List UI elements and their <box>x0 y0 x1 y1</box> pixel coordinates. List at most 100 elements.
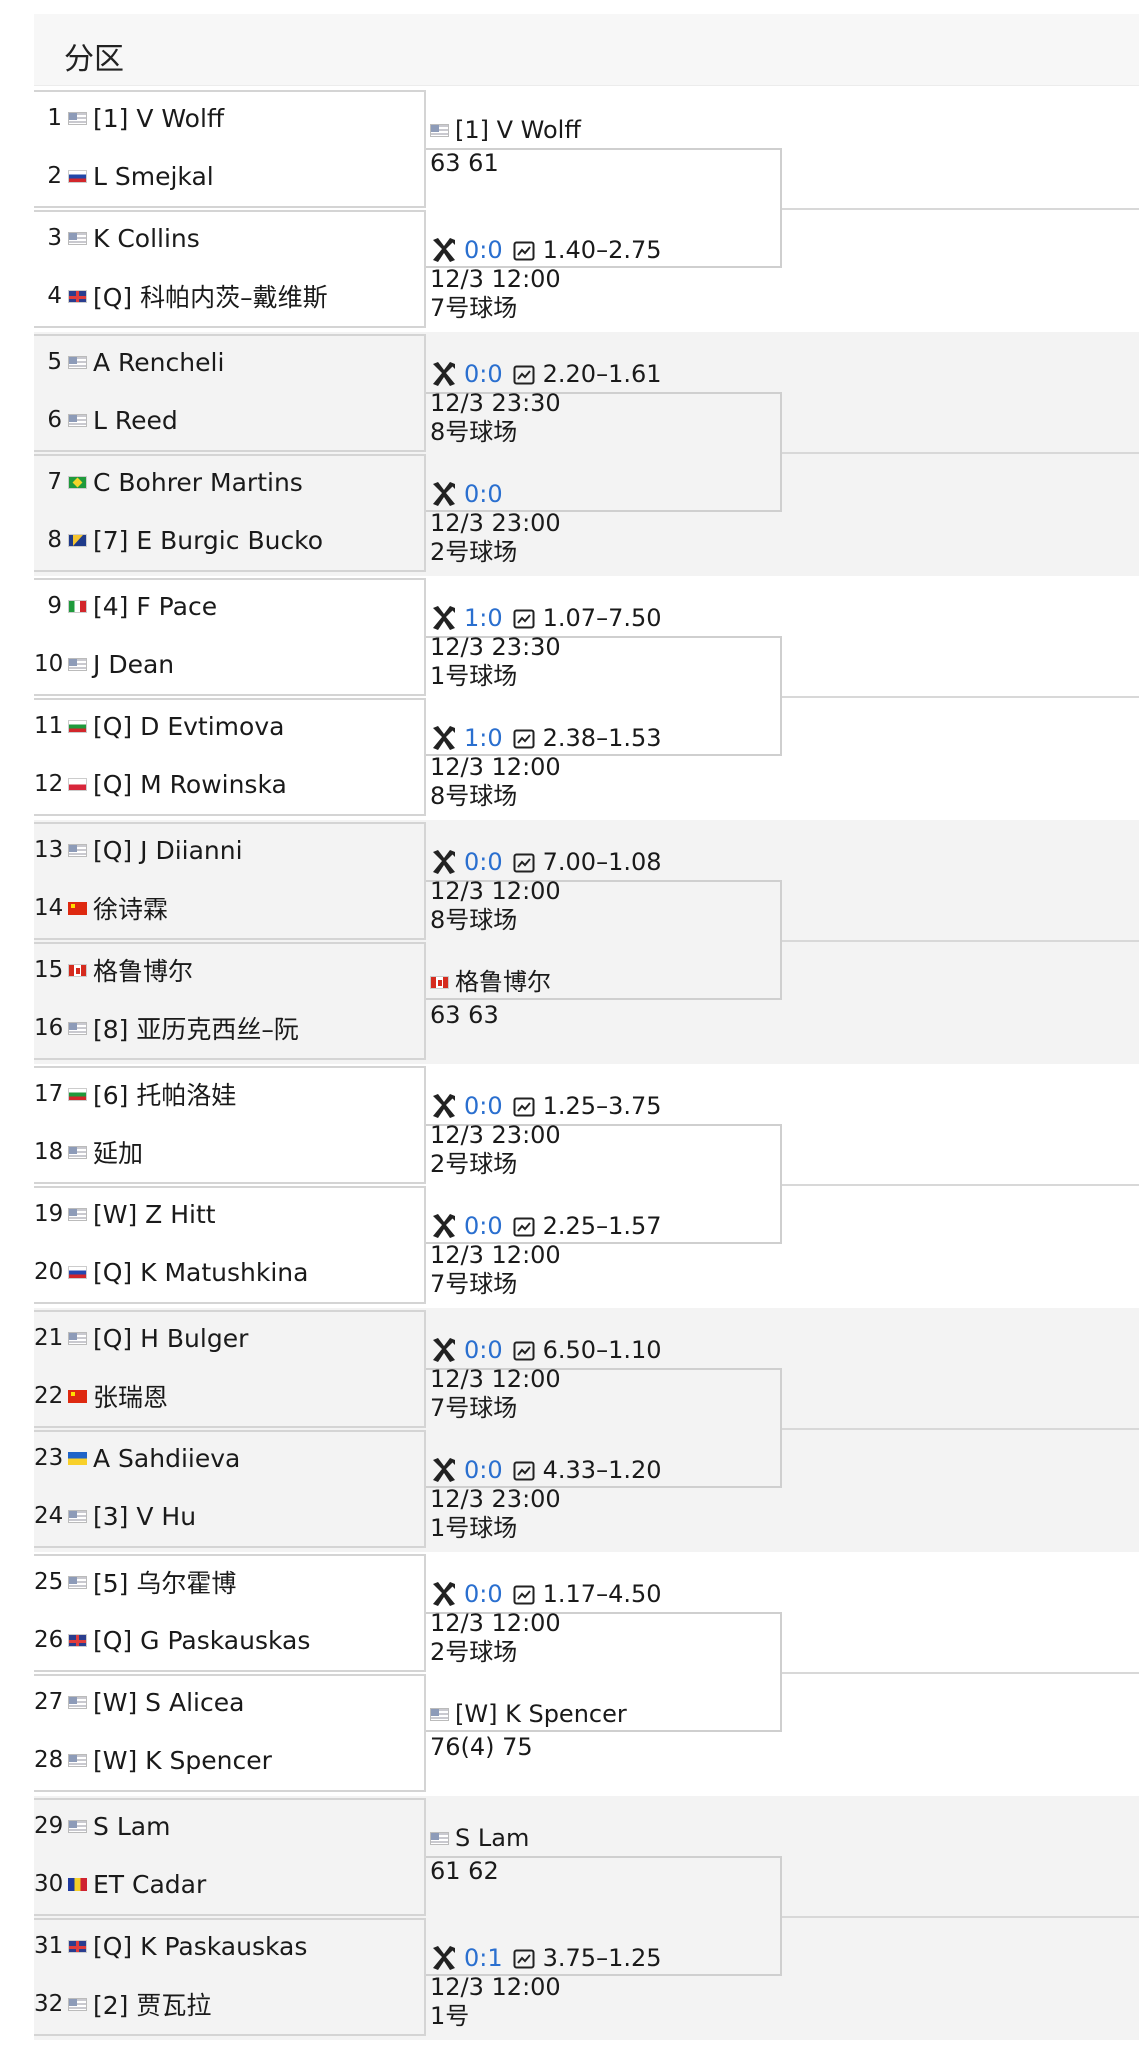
match-court: 2号球场 <box>430 1638 518 1666</box>
x-logo-icon <box>430 849 458 876</box>
line-chart-icon[interactable] <box>513 1340 535 1362</box>
line-chart-icon[interactable] <box>513 1948 535 1970</box>
match-time: 12/3 12:00 <box>430 753 561 781</box>
match-score-link[interactable]: 0:0 <box>464 1456 503 1484</box>
player-row[interactable]: 28[W] K Spencer <box>34 1732 426 1788</box>
player-row[interactable]: 26[Q] G Paskauskas <box>34 1612 426 1668</box>
player-row[interactable]: 19[W] Z Hitt <box>34 1186 426 1242</box>
line-chart-icon[interactable] <box>513 1216 535 1238</box>
match-score-link[interactable]: 1:0 <box>464 724 503 752</box>
seed-number: 14 <box>34 895 64 921</box>
winner-name: [1] V Wolff <box>455 116 581 144</box>
country-flag-icon <box>430 1708 449 1721</box>
set-scores: 63 63 <box>430 1001 499 1029</box>
x-logo-icon <box>430 1457 458 1484</box>
match-score-link[interactable]: 0:0 <box>464 236 503 264</box>
player-name: L Smejkal <box>93 161 214 191</box>
match-score-link[interactable]: 0:0 <box>464 360 503 388</box>
bracket-connector <box>426 1124 782 1244</box>
match-court: 1号 <box>430 2002 470 2030</box>
player-name: [Q] K Matushkina <box>93 1257 309 1287</box>
match-score-link[interactable]: 0:1 <box>464 1944 503 1972</box>
match-court: 8号球场 <box>430 906 518 934</box>
line-chart-icon[interactable] <box>513 364 535 386</box>
line-chart-icon[interactable] <box>513 240 535 262</box>
seed-number: 19 <box>34 1201 64 1227</box>
seed-number: 28 <box>34 1747 64 1773</box>
player-row[interactable]: 17[6] 托帕洛娃 <box>34 1066 426 1122</box>
pair-box <box>34 822 426 940</box>
player-row[interactable]: 13[Q] J Diianni <box>34 822 426 878</box>
line-chart-icon[interactable] <box>513 1096 535 1118</box>
player-row[interactable]: 20[Q] K Matushkina <box>34 1244 426 1300</box>
seed-number: 17 <box>34 1081 64 1107</box>
match-score-link[interactable]: 0:0 <box>464 1092 503 1120</box>
player-name: [Q] M Rowinska <box>93 769 287 799</box>
match-court: 7号球场 <box>430 1270 518 1298</box>
line-chart-icon[interactable] <box>513 728 535 750</box>
seed-number: 2 <box>47 163 62 189</box>
match-score-link[interactable]: 0:0 <box>464 1336 503 1364</box>
player-row[interactable]: 25[5] 乌尔霍博 <box>34 1554 426 1610</box>
match-score-link[interactable]: 0:0 <box>464 848 503 876</box>
player-row[interactable]: 21[Q] H Bulger <box>34 1310 426 1366</box>
country-flag-icon <box>68 289 87 303</box>
match-score-link[interactable]: 0:0 <box>464 1212 503 1240</box>
player-row[interactable]: 2 L Smejkal <box>34 148 426 204</box>
player-row[interactable]: 9[4] F Pace <box>34 578 426 634</box>
player-row[interactable]: 32[2] 贾瓦拉 <box>34 1976 426 2032</box>
player-row[interactable]: 8[7] E Burgic Bucko <box>34 512 426 568</box>
player-row[interactable]: 24[3] V Hu <box>34 1488 426 1544</box>
player-row[interactable]: 27[W] S Alicea <box>34 1674 426 1730</box>
x-logo-icon <box>430 237 458 264</box>
match-score-link[interactable]: 1:0 <box>464 604 503 632</box>
winner-row: [W] K Spencer <box>430 1700 790 1729</box>
player-row[interactable]: 4[Q] 科帕内茨–戴维斯 <box>34 268 426 324</box>
match-score-link[interactable]: 0:0 <box>464 1580 503 1608</box>
match-score-link[interactable]: 0:0 <box>464 480 503 508</box>
winner-row: 格鲁博尔 <box>430 968 790 997</box>
line-chart-icon[interactable] <box>513 1460 535 1482</box>
match-info[interactable]: 格鲁博尔 63 63 <box>430 968 790 1030</box>
match-time: 12/3 12:00 <box>430 1609 561 1637</box>
match-court: 2号球场 <box>430 1150 518 1178</box>
player-name: [Q] J Diianni <box>93 835 243 865</box>
player-name: [5] 乌尔霍博 <box>93 1569 237 1598</box>
line-chart-icon[interactable] <box>513 608 535 630</box>
player-row[interactable]: 31[Q] K Paskauskas <box>34 1918 426 1974</box>
player-row[interactable]: 1[1] V Wolff <box>34 90 426 146</box>
player-row[interactable]: 11[Q] D Evtimova <box>34 698 426 754</box>
line-chart-icon[interactable] <box>513 1584 535 1606</box>
line-chart-icon[interactable] <box>513 852 535 874</box>
player-row[interactable]: 16[8] 亚历克西丝–阮 <box>34 1000 426 1056</box>
player-row[interactable]: 12[Q] M Rowinska <box>34 756 426 812</box>
